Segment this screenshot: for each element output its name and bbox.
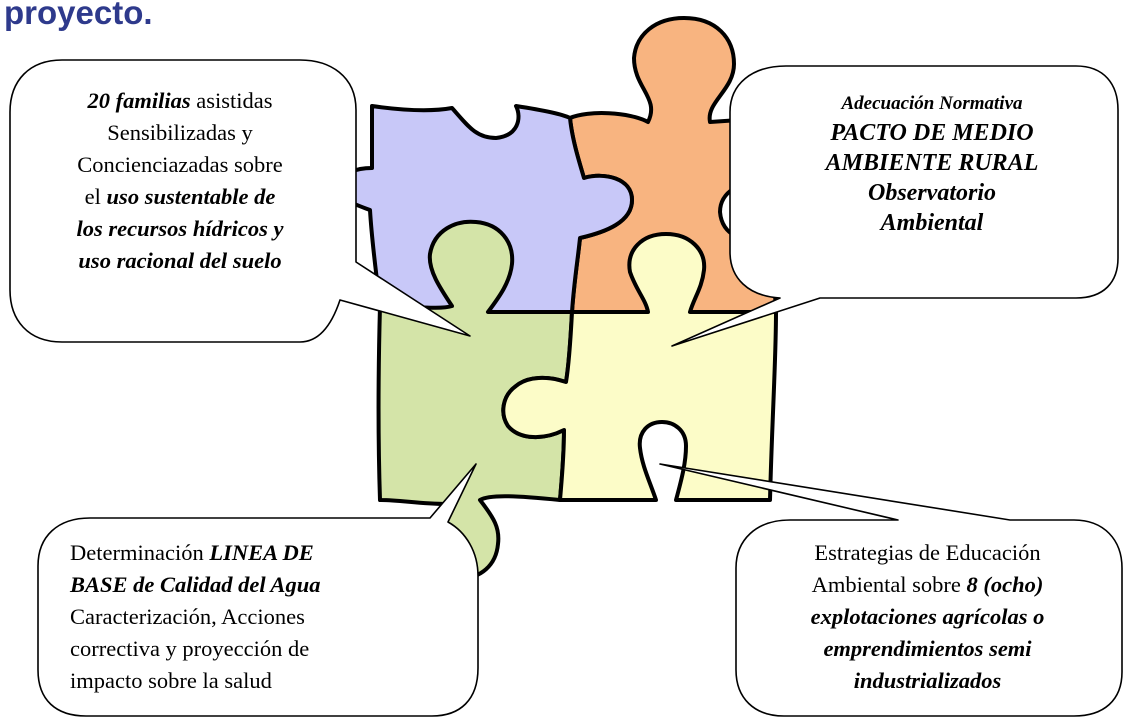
callout-tl-line4-emphasis: uso sustentable de [106, 184, 276, 209]
callout-bl-line5: impacto sobre la salud [70, 668, 272, 693]
callout-bl-line1-prefix: Determinación [70, 540, 210, 565]
callout-tl-line4-prefix: el [84, 184, 107, 209]
callout-tl-assisted: asistidas [190, 88, 273, 113]
callout-tl-emphasis-families: 20 familias [87, 88, 191, 113]
callout-br-line4: emprendimientos semi [823, 636, 1032, 661]
callout-tr-line5: Ambiental [880, 210, 984, 236]
callout-br-line5: industrializados [853, 668, 1002, 693]
callout-tl-line3: Concienciazadas sobre [77, 152, 283, 177]
callout-bl-line4: correctiva y proyección de [70, 636, 310, 661]
callout-tr-line4: Observatorio [868, 180, 996, 206]
callout-bl-line2: BASE de Calidad del Agua [70, 572, 321, 597]
callout-text-top-right: Adecuación Normativa PACTO DE MEDIO AMBI… [742, 90, 1122, 238]
callout-text-bottom-left: Determinación LINEA DE BASE de Calidad d… [50, 537, 450, 697]
callout-tr-line1: Adecuación Normativa [841, 93, 1023, 114]
callout-text-bottom-right: Estrategias de Educación Ambiental sobre… [740, 537, 1115, 697]
callout-tr-line3: AMBIENTE RURAL [825, 150, 1039, 176]
callout-tr-line2: PACTO DE MEDIO [830, 120, 1034, 146]
callout-bubble-bottom-right [659, 463, 1123, 717]
callout-bubble-bottom-left [37, 463, 479, 717]
callout-tl-line5: los recursos hídricos y [76, 216, 284, 241]
callout-br-line3: explotaciones agrícolas o [810, 604, 1045, 629]
puzzle-piece-yellow [501, 232, 778, 502]
callout-br-line2-prefix: Ambiental sobre [811, 572, 967, 597]
callout-tl-line2: Sensibilizadas y [107, 120, 253, 145]
callout-text-top-left: 20 familias asistidas Sensibilizadas y C… [30, 85, 330, 277]
callout-br-line1: Estrategias de Educación [814, 540, 1041, 565]
callout-tl-line6: uso racional del suelo [78, 248, 282, 273]
callout-bl-line3: Caracterización, Acciones [70, 604, 305, 629]
callout-bubble-top-left [9, 59, 471, 343]
callout-bl-line1-emphasis: LINEA DE [209, 540, 314, 565]
page-heading: proyecto. [4, 0, 153, 31]
callout-br-line2-emphasis: 8 (ocho) [966, 572, 1044, 597]
callout-bubble-top-right [671, 65, 1119, 347]
